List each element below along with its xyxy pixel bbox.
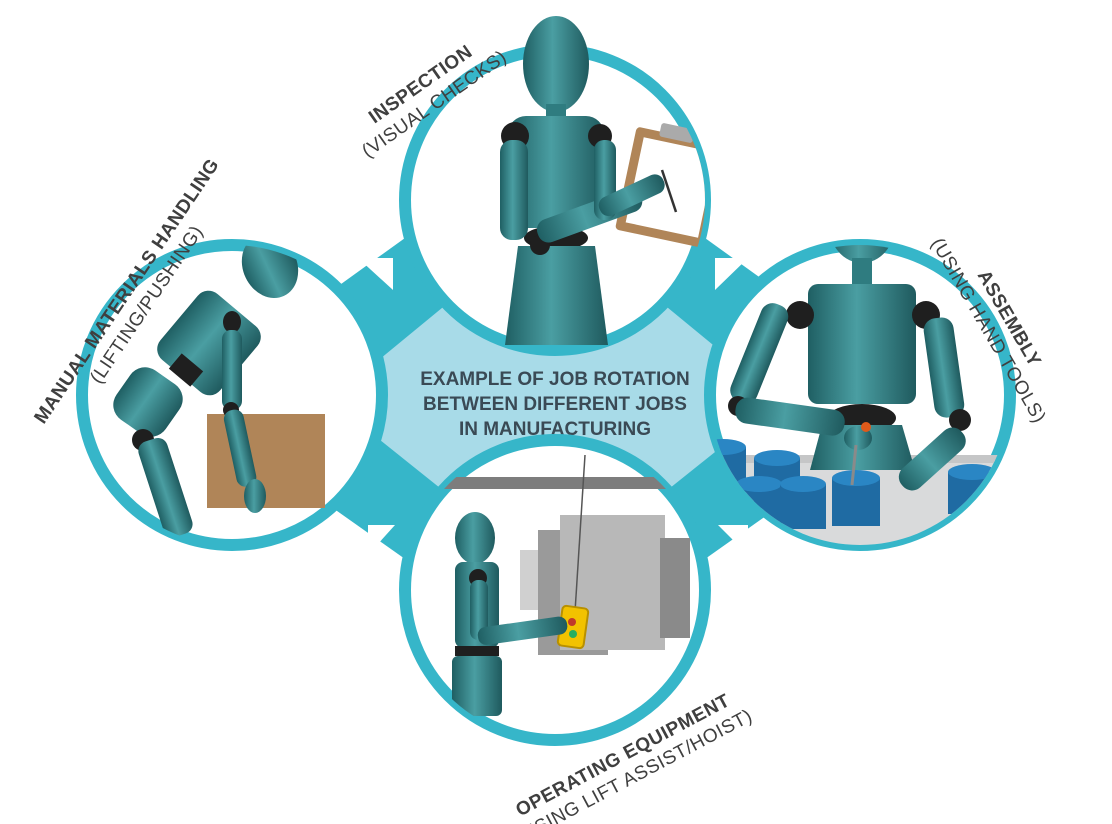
hoist-rail: [405, 477, 705, 489]
manual-handling-circle: [76, 239, 388, 551]
operating-equipment-circle: [399, 434, 711, 746]
clipboard: [615, 123, 705, 248]
assembly-worker-figure: [728, 245, 971, 491]
center-line-1: EXAMPLE OF JOB ROTATION: [420, 369, 690, 390]
inspection-circle: [399, 16, 711, 356]
center-label: EXAMPLE OF JOB ROTATION BETWEEN DIFFEREN…: [420, 369, 690, 440]
inspector-figure: [500, 16, 665, 345]
center-line-2: BETWEEN DIFFERENT JOBS: [423, 394, 687, 415]
center-line-3: IN MANUFACTURING: [459, 419, 651, 440]
assembly-circle: [704, 239, 1016, 551]
bent-worker-figure: [113, 245, 299, 538]
operator-figure: [452, 512, 568, 716]
cardboard-box: [207, 414, 325, 508]
